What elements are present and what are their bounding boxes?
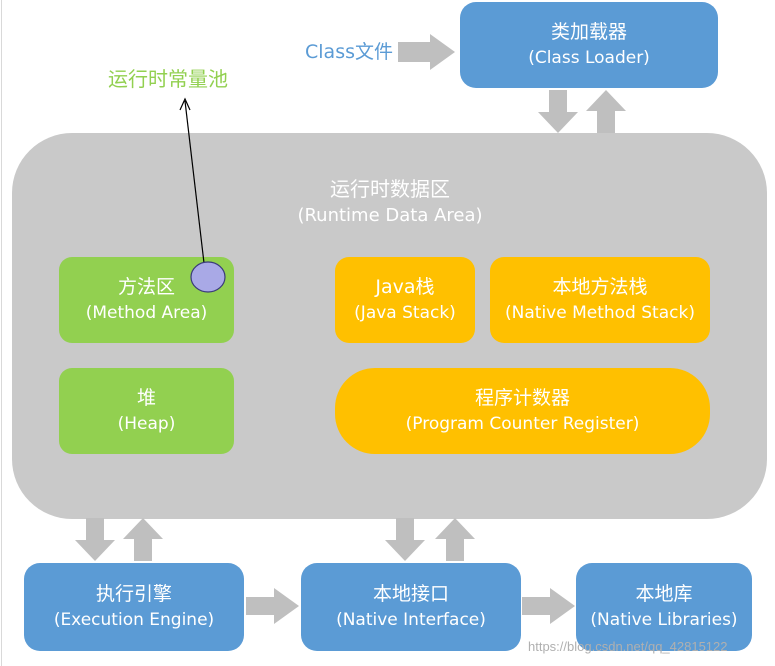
runtime-data-area-title: 运行时数据区 (Runtime Data Area)	[240, 175, 540, 228]
program-counter-title: 程序计数器	[474, 387, 570, 409]
watermark: https://blog.csdn.net/qq_42815122	[528, 639, 728, 654]
native-libraries-box: 本地库 (Native Libraries)	[576, 563, 752, 651]
native-method-stack-box: 本地方法栈 (Native Method Stack)	[490, 257, 710, 343]
loader-to-runtime-arrow	[538, 90, 578, 133]
class-loader-box: 类加载器 (Class Loader)	[460, 2, 718, 88]
runtime-data-area-title-cn: 运行时数据区	[330, 177, 450, 201]
native-method-stack-subtitle: (Native Method Stack)	[505, 302, 695, 323]
native-interface-box: 本地接口 (Native Interface)	[301, 563, 521, 651]
method-area-title: 方法区	[117, 276, 175, 298]
heap-title: 堆	[136, 387, 156, 409]
left-border-line	[1, 0, 2, 666]
runtime-constant-pool-label: 运行时常量池	[108, 67, 228, 91]
constant-pool-pointer-arrowhead	[179, 97, 191, 111]
runtime-to-engine-arrow	[75, 518, 115, 561]
class-loader-subtitle: (Class Loader)	[528, 47, 650, 68]
program-counter-subtitle: (Program Counter Register)	[405, 413, 640, 434]
class-file-label: Class文件	[305, 41, 393, 63]
runtime-to-interface-arrow	[385, 518, 425, 561]
heap-subtitle: (Heap)	[117, 413, 176, 434]
class-file-to-loader-arrow	[398, 34, 455, 70]
execution-engine-box: 执行引擎 (Execution Engine)	[24, 563, 244, 651]
java-stack-box: Java栈 (Java Stack)	[335, 257, 475, 343]
interface-to-runtime-arrow	[435, 518, 475, 561]
constant-pool-marker	[190, 261, 226, 293]
native-libraries-title: 本地库	[635, 583, 693, 605]
native-libraries-subtitle: (Native Libraries)	[590, 609, 738, 630]
constant-pool-pointer-line	[184, 100, 205, 264]
engine-to-runtime-arrow	[123, 518, 163, 561]
execution-engine-title: 执行引擎	[95, 583, 172, 605]
runtime-to-loader-arrow	[586, 90, 626, 133]
class-loader-title: 类加载器	[550, 21, 627, 43]
java-stack-subtitle: (Java Stack)	[354, 302, 456, 323]
heap-box: 堆 (Heap)	[59, 368, 234, 454]
native-interface-subtitle: (Native Interface)	[336, 609, 486, 630]
native-method-stack-title: 本地方法栈	[552, 276, 648, 298]
java-stack-title: Java栈	[375, 276, 435, 298]
native-interface-title: 本地接口	[372, 583, 449, 605]
method-area-subtitle: (Method Area)	[85, 302, 208, 323]
program-counter-box: 程序计数器 (Program Counter Register)	[335, 368, 710, 454]
execution-engine-subtitle: (Execution Engine)	[53, 609, 215, 630]
interface-to-libraries-arrow	[522, 588, 575, 624]
runtime-data-area-title-en: (Runtime Data Area)	[297, 205, 483, 226]
engine-to-interface-arrow	[246, 588, 299, 624]
